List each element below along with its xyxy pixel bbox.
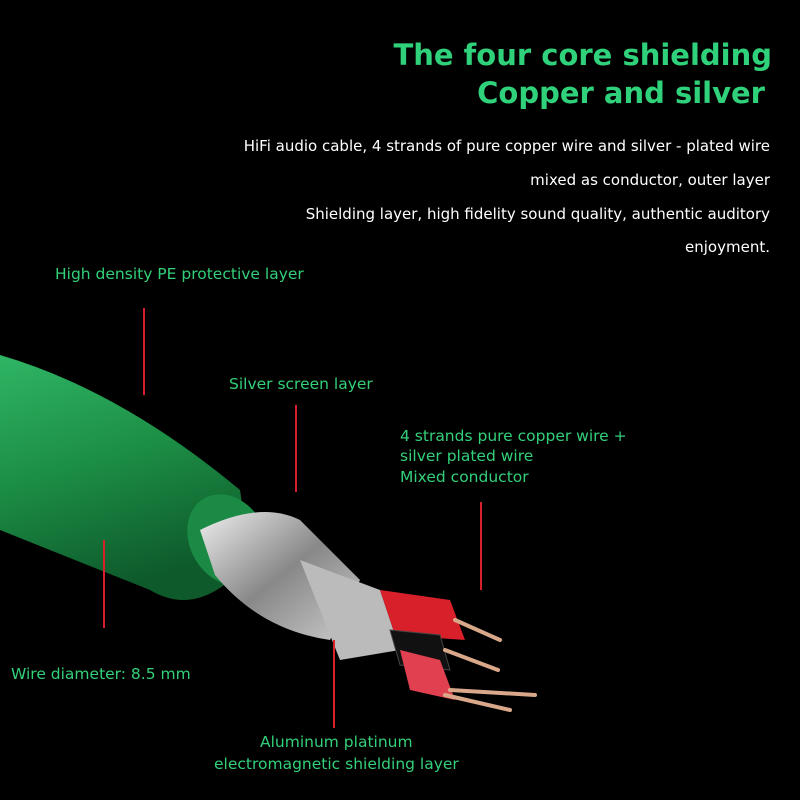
label-pe-layer: High density PE protective layer bbox=[55, 265, 304, 283]
cable-jacket bbox=[0, 355, 250, 600]
leader-line bbox=[295, 405, 297, 492]
red-core-1 bbox=[380, 590, 465, 640]
description-line-1: HiFi audio cable, 4 strands of pure copp… bbox=[243, 137, 770, 155]
label-silver-screen: Silver screen layer bbox=[229, 375, 373, 393]
description-line-4: enjoyment. bbox=[685, 238, 770, 256]
description-line-2: mixed as conductor, outer layer bbox=[530, 171, 770, 189]
leader-line bbox=[333, 640, 335, 728]
description-line-3: Shielding layer, high fidelity sound qua… bbox=[305, 205, 770, 223]
label-conductor-2: silver plated wire bbox=[400, 447, 534, 465]
copper-strands bbox=[443, 618, 537, 712]
label-conductor-3: Mixed conductor bbox=[400, 468, 529, 486]
label-diameter: Wire diameter: 8.5 mm bbox=[11, 665, 191, 683]
leader-line bbox=[143, 308, 145, 395]
label-conductor-1: 4 strands pure copper wire + bbox=[400, 427, 627, 445]
aluminum-foil bbox=[300, 560, 400, 660]
title-line-2: Copper and silver bbox=[477, 76, 765, 110]
leader-line bbox=[103, 540, 105, 628]
label-aluminum-2: electromagnetic shielding layer bbox=[214, 755, 459, 773]
leader-line bbox=[480, 502, 482, 590]
red-core-2 bbox=[400, 650, 455, 700]
label-aluminum-1: Aluminum platinum bbox=[260, 733, 413, 751]
title-line-1: The four core shielding bbox=[393, 38, 772, 72]
